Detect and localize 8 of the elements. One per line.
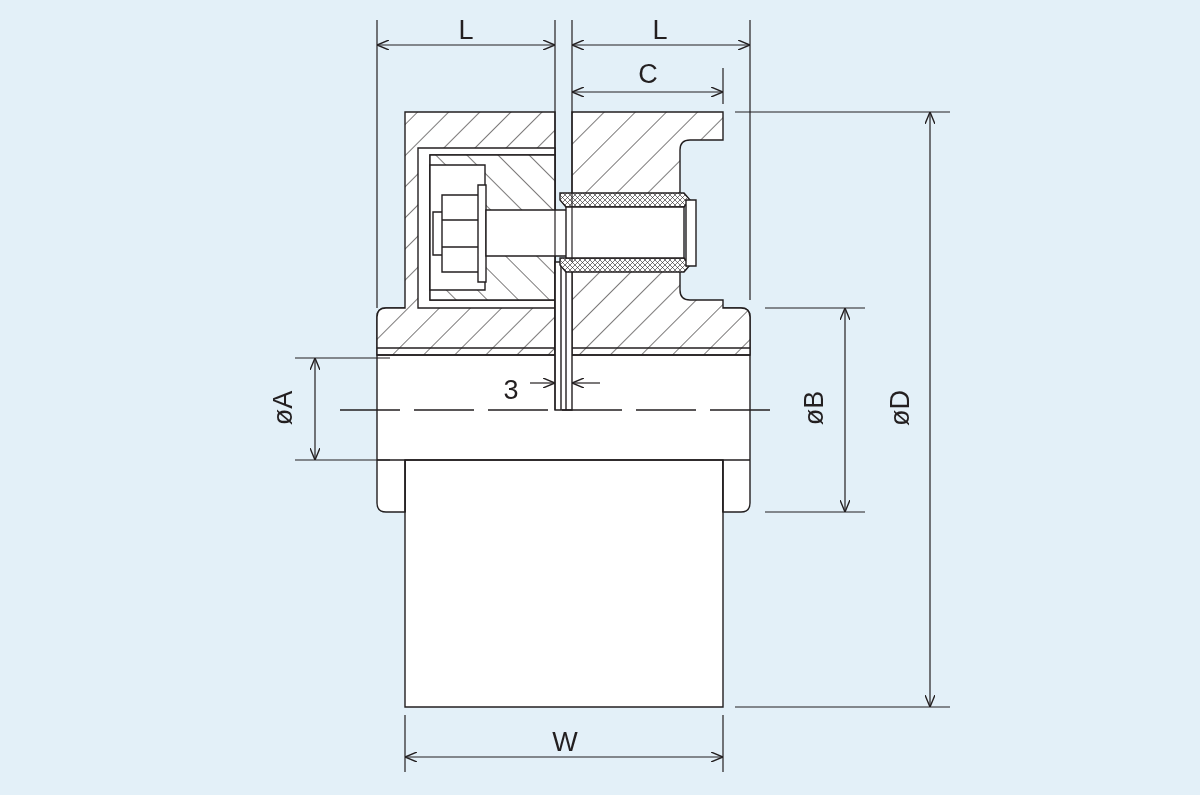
dimension-label: 3 (503, 376, 519, 404)
dimension-label: C (638, 60, 658, 88)
dimension-label: L (458, 16, 474, 44)
dimension-label: L (652, 16, 668, 44)
dimension-label: øB (800, 390, 828, 426)
dimension-label: øD (886, 390, 914, 426)
dimension-label: W (552, 728, 578, 756)
dimension-label: øA (269, 390, 297, 426)
